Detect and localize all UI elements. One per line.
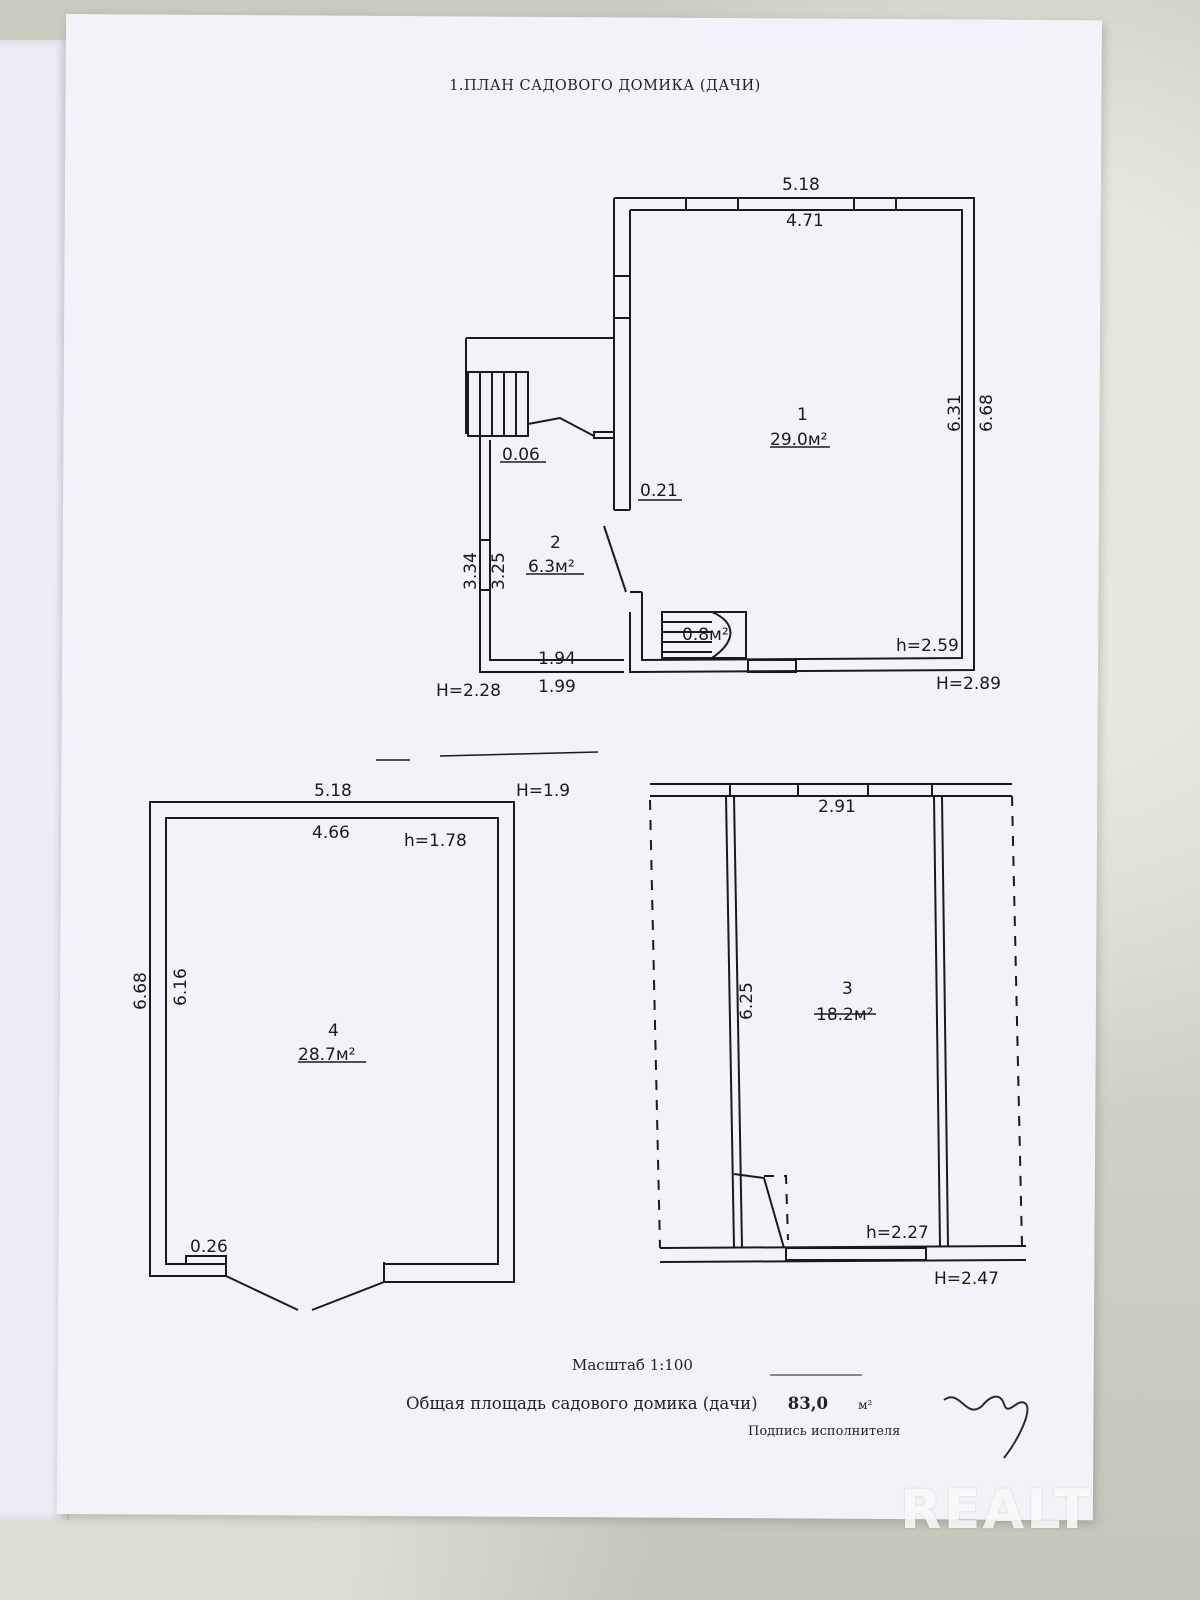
total-area-value: 83,0 — [787, 1394, 828, 1413]
window-bottom — [747, 659, 797, 673]
height-room1: h=2.59 — [896, 636, 959, 656]
door-leaf-left — [225, 1275, 299, 1311]
dim-f1-inner-height: 6.31 — [945, 394, 965, 432]
window-top-right — [853, 197, 897, 211]
room-2-walls — [465, 337, 627, 673]
stairs-icon — [661, 611, 747, 659]
room-2-area: 6.3м² — [528, 557, 575, 577]
dim-fc-inner-height: 6.25 — [737, 982, 757, 1020]
stair-opening — [733, 1173, 785, 1249]
roof-outline-dashed — [649, 795, 1023, 1249]
dim-f1-outer-height: 6.68 — [977, 394, 997, 432]
window-room3-right — [867, 783, 933, 797]
height-fc-outer: H=2.47 — [934, 1269, 999, 1289]
room-3-number: 3 — [842, 979, 853, 999]
door-inner — [603, 525, 627, 593]
total-area-row: Общая площадь садового домика (дачи) 83,… — [406, 1394, 872, 1413]
room-2-number: 2 — [550, 533, 561, 553]
room-4-walls — [149, 801, 515, 1311]
dim-annex-outer-side: 3.34 — [461, 552, 481, 590]
dim-annex-inner-bottom: 1.94 — [538, 649, 576, 669]
dim-fb-outer-width: 5.18 — [314, 781, 352, 801]
total-area-unit: м² — [858, 1398, 873, 1412]
height-fb-outer: H=1.9 — [516, 781, 570, 801]
dim-fb-outer-height: 6.68 — [131, 972, 151, 1010]
room-4-area: 28.7м² — [298, 1045, 356, 1065]
dim-porch: 0.06 — [502, 445, 540, 465]
dim-fc-inner-width: 2.91 — [818, 797, 856, 817]
height-fc-inner: h=2.27 — [866, 1223, 929, 1243]
door-leaf-right — [311, 1281, 385, 1311]
dim-annex-outer-bottom: 1.99 — [538, 677, 576, 697]
room-1-walls — [613, 197, 975, 674]
divider-line — [439, 751, 599, 757]
door-annex — [527, 416, 595, 437]
room-1-number: 1 — [797, 405, 808, 425]
room-stair-area: 0.8м² — [682, 625, 729, 645]
window-left — [613, 275, 631, 319]
dim-fb-inner-height: 6.16 — [171, 968, 191, 1006]
window-room3-left — [729, 783, 799, 797]
height-annex: H=2.28 — [436, 681, 501, 701]
room-3-walls — [650, 783, 1027, 1263]
signature-label: Подпись исполнителя — [748, 1424, 901, 1439]
room-4-number: 4 — [328, 1021, 339, 1041]
dim-f1-outer-width: 5.18 — [782, 175, 820, 195]
page-title: 1.ПЛАН САДОВОГО ДОМИКА (ДАЧИ) — [449, 78, 761, 94]
dim-f1-inner-width: 4.71 — [786, 211, 824, 231]
dim-fb-inner-width: 4.66 — [312, 823, 350, 843]
height-fb-inner: h=1.78 — [404, 831, 467, 851]
window-top-left — [685, 197, 739, 211]
scale-label: Масштаб 1:100 — [572, 1356, 693, 1374]
room-3-area: 18.2м² — [816, 1005, 874, 1025]
realt-watermark: REALT — [900, 1478, 1093, 1541]
height-main: H=2.89 — [936, 674, 1001, 694]
wall-marker — [185, 1255, 227, 1265]
dim-fb-wall: 0.26 — [190, 1237, 228, 1257]
room-1-area: 29.0м² — [770, 430, 828, 450]
porch-stairs-icon — [467, 371, 529, 437]
dim-f1-wall: 0.21 — [640, 481, 678, 501]
signature-mark — [943, 1395, 1029, 1459]
window-room3-bottom — [785, 1247, 927, 1261]
dim-annex-inner-side: 3.25 — [489, 552, 509, 590]
total-area-label: Общая площадь садового домика (дачи) — [406, 1394, 758, 1413]
window-annex — [479, 539, 491, 591]
